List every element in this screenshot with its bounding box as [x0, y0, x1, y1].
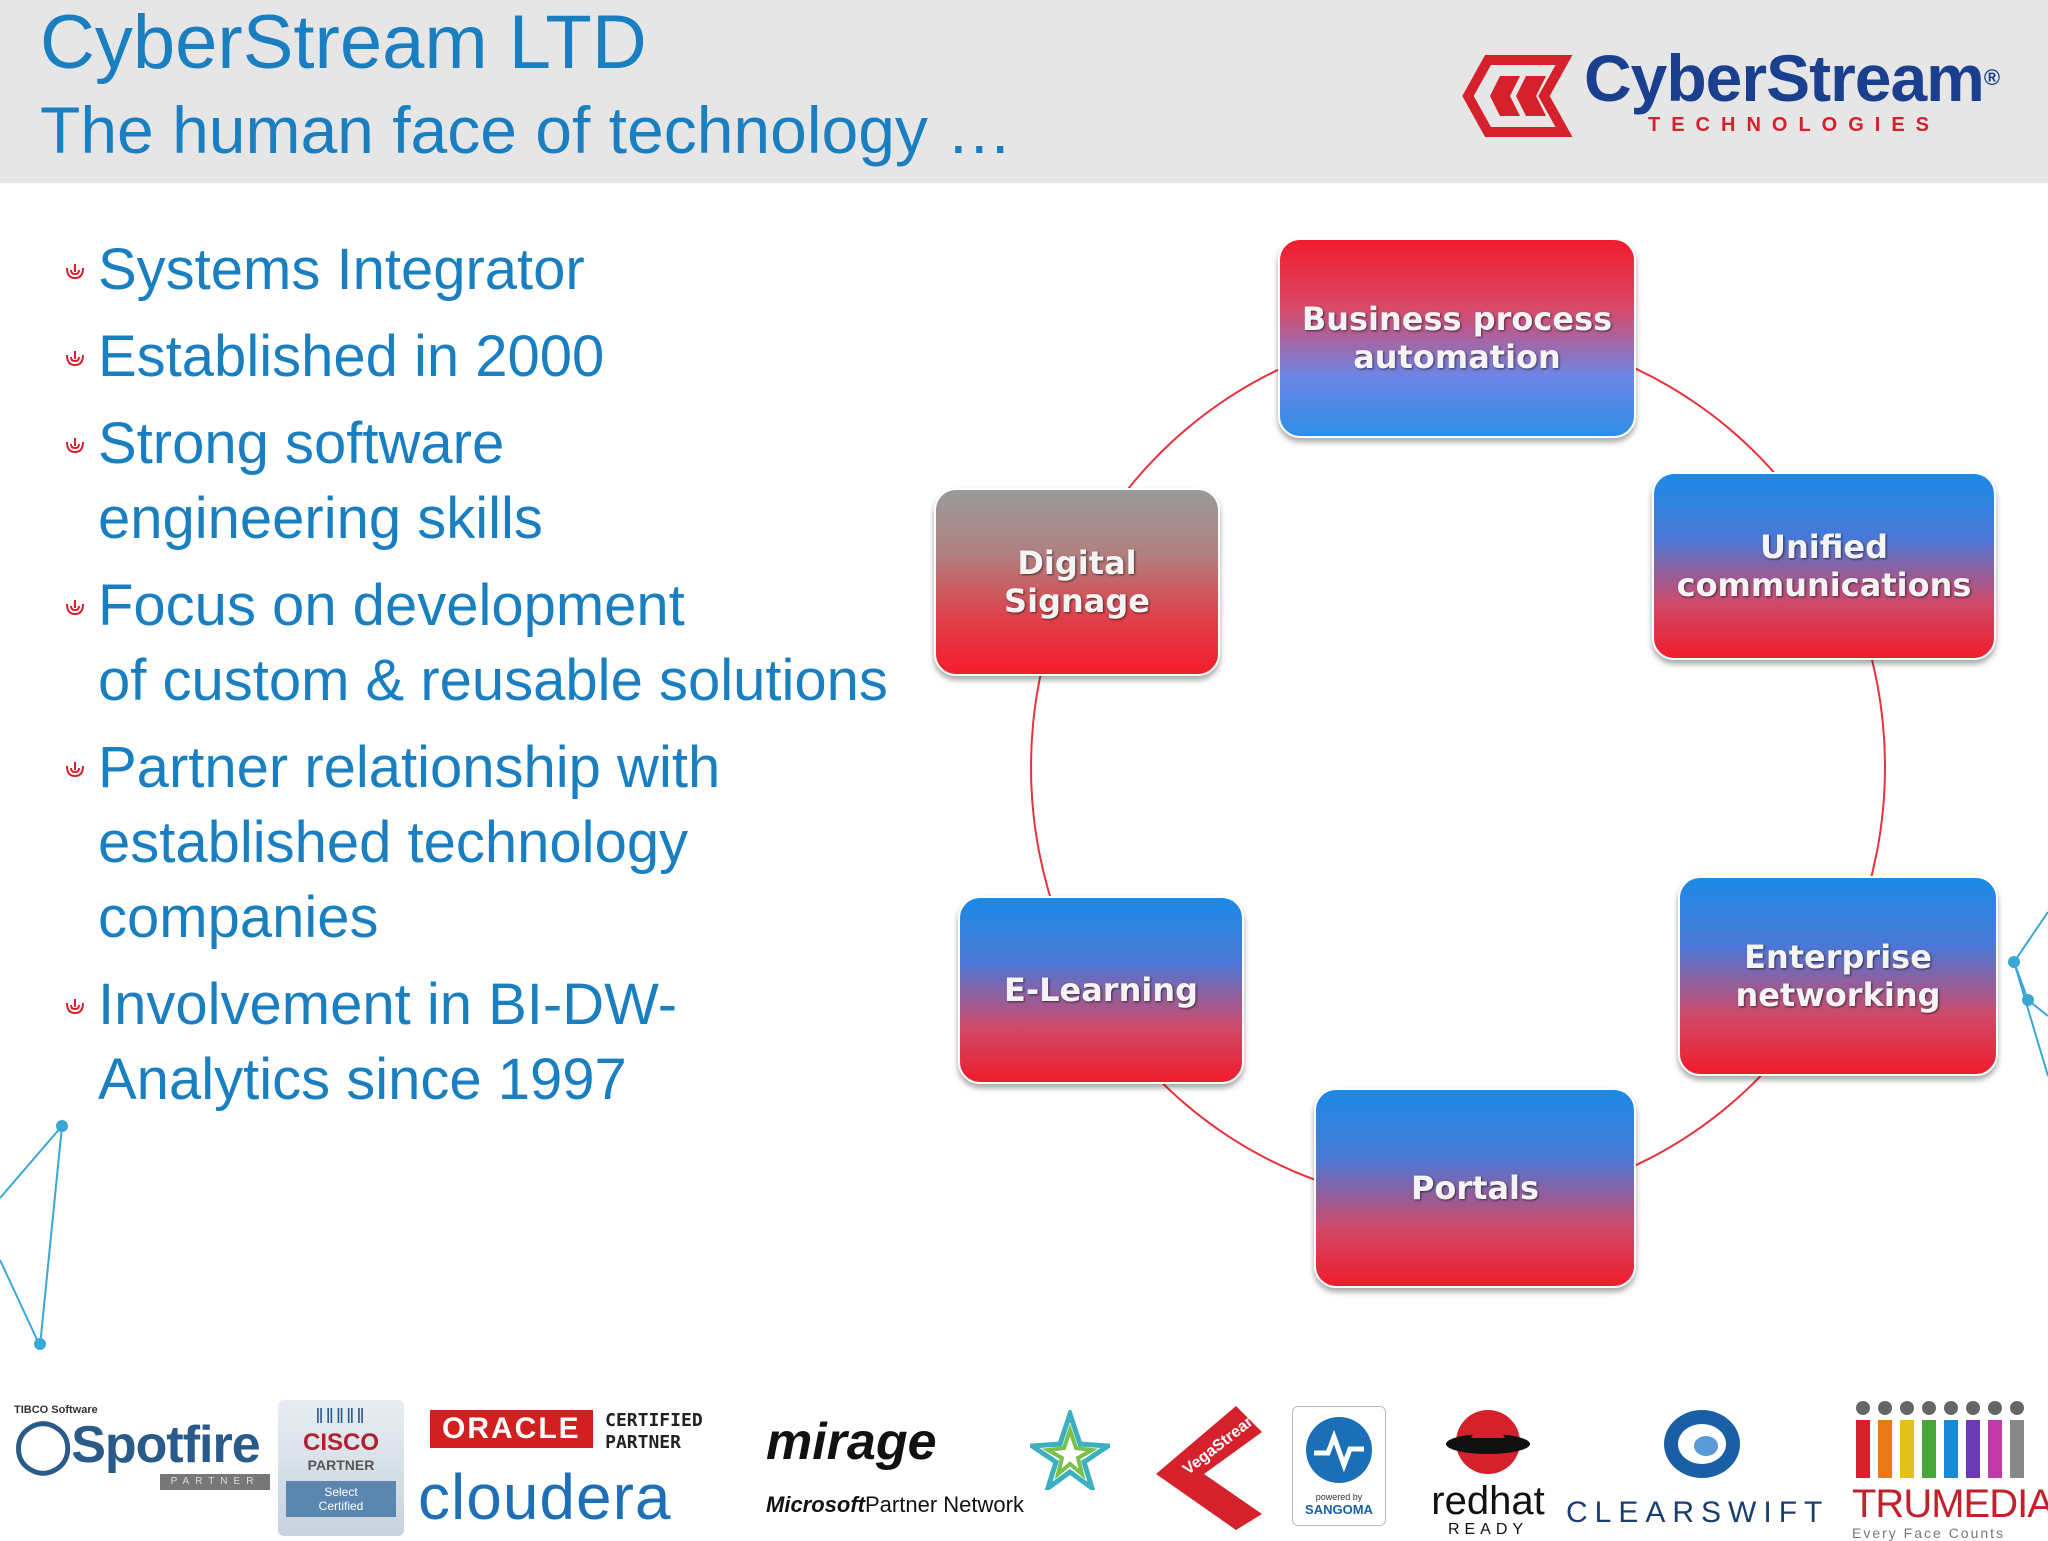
bullet-text-line: of custom & reusable solutions — [98, 648, 888, 713]
bullet-text-line: established technology — [98, 810, 689, 875]
cyberstream-mark-icon — [1462, 55, 1573, 137]
bullet-text-line: Analytics since 1997 — [98, 1047, 627, 1112]
bullet-marker-icon — [66, 438, 84, 454]
sangoma-circle-icon — [1306, 1417, 1372, 1483]
logo-wordmark: CyberStream® — [1584, 41, 2000, 115]
node-e-learning: E-Learning — [958, 896, 1244, 1084]
redhat-shadowman-icon — [1446, 1410, 1530, 1474]
bullet-text-line: Strong software — [98, 411, 505, 476]
page-title: CyberStream LTD — [40, 0, 647, 85]
cloudera-logo: cloudera — [418, 1461, 672, 1533]
node-portals: Portals — [1314, 1088, 1636, 1288]
microsoft-partner-logo: MicrosoftPartner Network — [766, 1492, 1024, 1517]
decorative-network-left — [0, 1120, 68, 1350]
redhat-ready-logo: redhat READY — [1428, 1404, 1548, 1539]
clearswift-swirl-icon — [1664, 1410, 1740, 1478]
bullet-text-line: Involvement in BI-DW- — [98, 972, 678, 1037]
bullet-text-line: engineering skills — [98, 486, 543, 551]
decorative-network-right — [2008, 911, 2048, 1077]
page-subtitle: The human face of technology … — [40, 93, 1013, 167]
bullet-item: Involvement in BI-DW- Analytics since 199… — [62, 967, 982, 1117]
header-band — [0, 0, 2048, 183]
cyberstream-logo: CyberStream® TECHNOLOGIES — [1448, 38, 2008, 148]
bullet-marker-icon — [66, 762, 84, 778]
bullet-text-line: Focus on development — [98, 573, 685, 638]
bullet-text-line: Established in 2000 — [98, 324, 605, 389]
bullet-marker-icon — [66, 999, 84, 1015]
clearswift-logo: CLEARSWIFT — [1566, 1402, 1842, 1532]
logo-tagline: TECHNOLOGIES — [1648, 114, 1941, 136]
bullet-text-line: Systems Integrator — [98, 237, 585, 302]
partner-logo-strip: TIBCO Software ◯Spotfire PARTNER ǁǁǁǁǁ C… — [0, 1394, 2048, 1541]
trumedia-logo: TRUMEDIA Every Face Counts — [1852, 1396, 2048, 1541]
vegastream-logo: VegaStream — [1156, 1406, 1263, 1530]
bullet-text-line: companies — [98, 885, 379, 950]
bullet-item: Strong software engineering skills — [62, 406, 982, 556]
bullet-marker-icon — [66, 264, 84, 280]
bullet-item: Partner relationship with established tec… — [62, 730, 982, 955]
bullet-item: Systems Integrator — [62, 232, 982, 307]
star-partner-icon — [1030, 1410, 1110, 1490]
mirage-logo: mirage — [766, 1413, 937, 1471]
bullet-marker-icon — [66, 600, 84, 616]
spotfire-logo: TIBCO Software ◯Spotfire PARTNER — [14, 1404, 270, 1504]
bullet-item: Established in 2000 — [62, 319, 982, 394]
bullet-marker-icon — [66, 351, 84, 367]
bullet-item: Focus on development of custom & reusable… — [62, 568, 982, 718]
bullet-text-line: Partner relationship with — [98, 735, 721, 800]
trumedia-people-icon — [1856, 1401, 2024, 1478]
sangoma-logo: powered by SANGOMA — [1292, 1406, 1386, 1526]
